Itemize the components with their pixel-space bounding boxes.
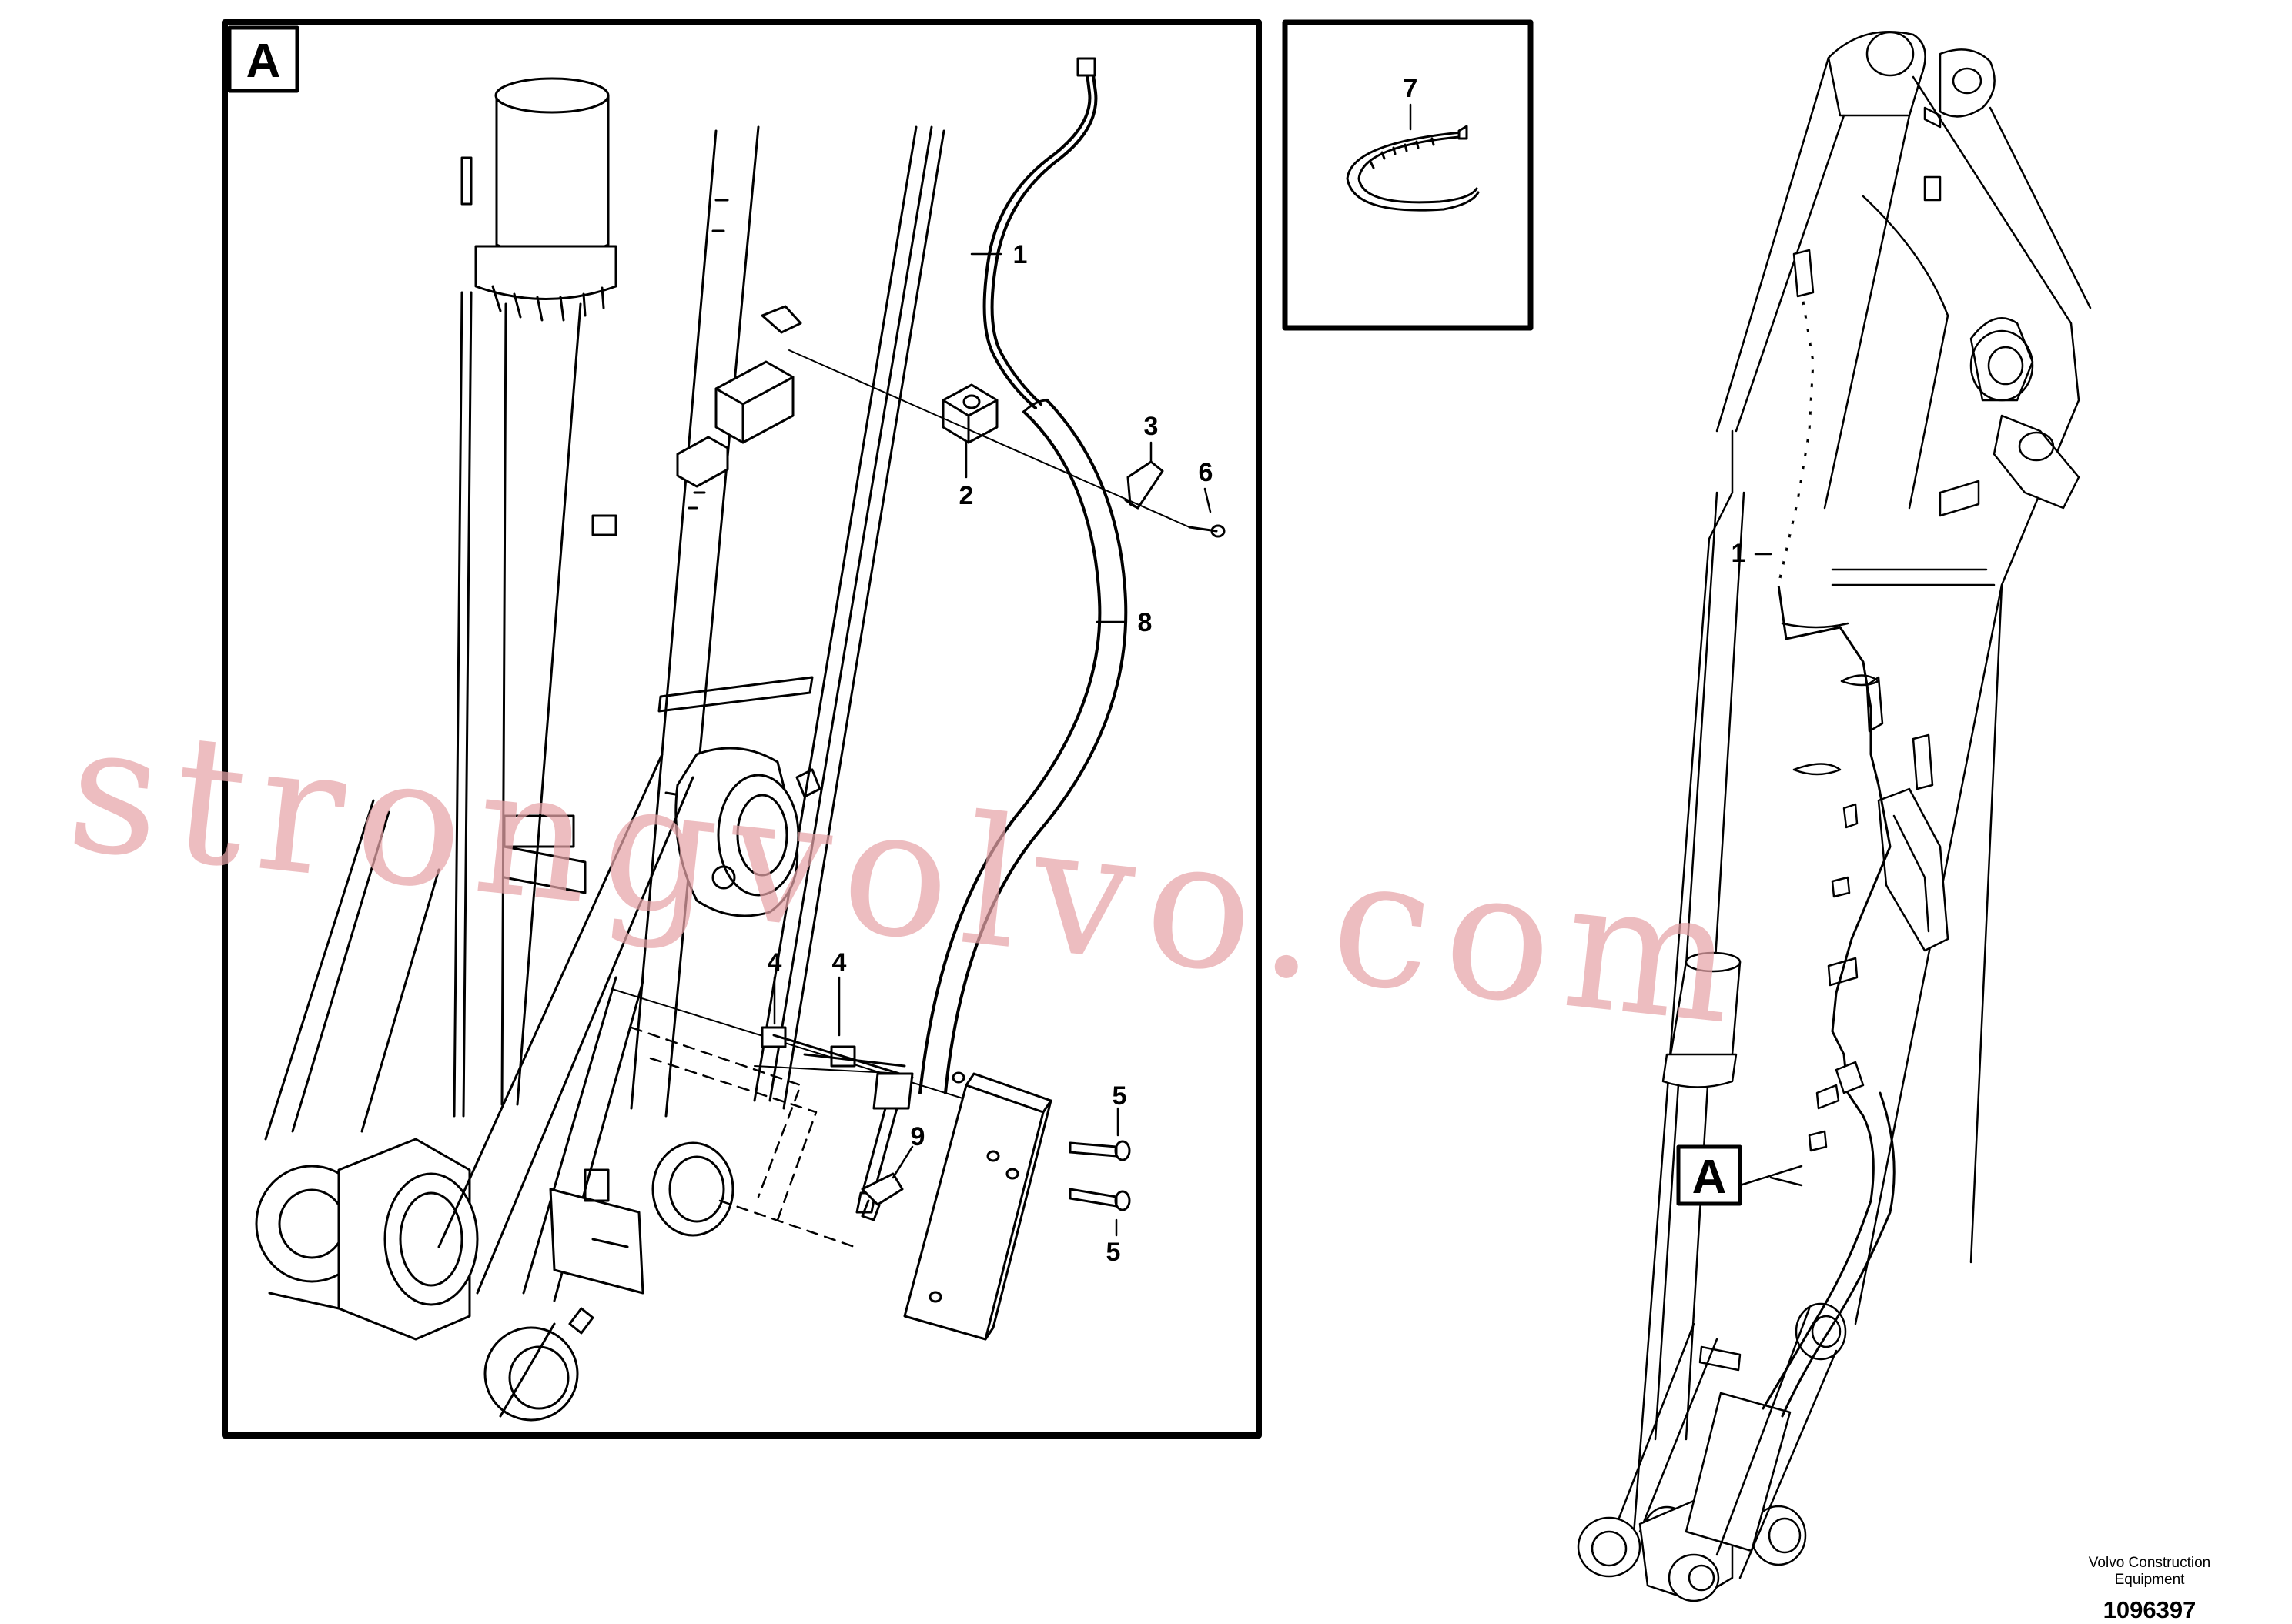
- overview-callout-1: 1: [1732, 539, 1746, 568]
- part-9-fitting: [861, 1172, 904, 1221]
- detail-view-a: [222, 19, 1262, 1439]
- overview-detail-marker-box: [1676, 1144, 1742, 1206]
- overview-detail-marker: A: [1692, 1151, 1727, 1204]
- labels: A 1 2 3 4 4 5 5 6 8 9 7 1 A: [246, 35, 1746, 1267]
- inset-frame: [1282, 19, 1534, 331]
- mounting-blocks: [591, 305, 802, 536]
- callout-8: 8: [1138, 608, 1153, 637]
- part-3-bracket: [1124, 460, 1164, 510]
- callout-6: 6: [1199, 458, 1213, 487]
- boom-cylinder: [453, 77, 617, 1118]
- part-5-bolts: [1069, 1140, 1131, 1211]
- callout-9: 9: [911, 1122, 925, 1151]
- dashed-routing: [630, 1026, 856, 1248]
- part-1-tube: [982, 57, 1098, 409]
- part-4-clips: [761, 1026, 914, 1079]
- boom-pivot: [437, 747, 821, 1295]
- overview-tube: [1762, 291, 1892, 1410]
- part-7-cable-tie: [1346, 125, 1480, 212]
- boom-foot-linkage: [255, 799, 479, 1341]
- detail-label-box: [227, 25, 299, 93]
- drawing-number: 1096397: [2103, 1596, 2197, 1623]
- inset-view: [1282, 19, 1534, 331]
- detail-frame-label: A: [246, 35, 281, 88]
- watermark: strongvolvo.com: [59, 685, 1757, 1065]
- part-2-clamp: [942, 383, 999, 444]
- part-8-hose: [918, 399, 1128, 1094]
- callout-4b: 4: [832, 948, 847, 977]
- callout-5b: 5: [1106, 1238, 1121, 1267]
- callout-1: 1: [1013, 240, 1028, 269]
- callout-5a: 5: [1113, 1081, 1127, 1111]
- callout-2: 2: [959, 481, 974, 510]
- callout-4a: 4: [768, 948, 782, 977]
- sensor-cover: [903, 1071, 1052, 1341]
- overview-boom: [1577, 31, 2092, 1602]
- part-6-screw: [1188, 524, 1226, 538]
- detail-frame: [222, 19, 1262, 1439]
- leader-lines: [773, 252, 1212, 1237]
- credit-company: Volvo Construction Equipment: [2088, 1555, 2211, 1588]
- tube-end-fitting: [1076, 57, 1096, 77]
- callout-3: 3: [1144, 412, 1159, 441]
- lower-link: [483, 976, 734, 1422]
- inset-callout-7: 7: [1404, 74, 1418, 103]
